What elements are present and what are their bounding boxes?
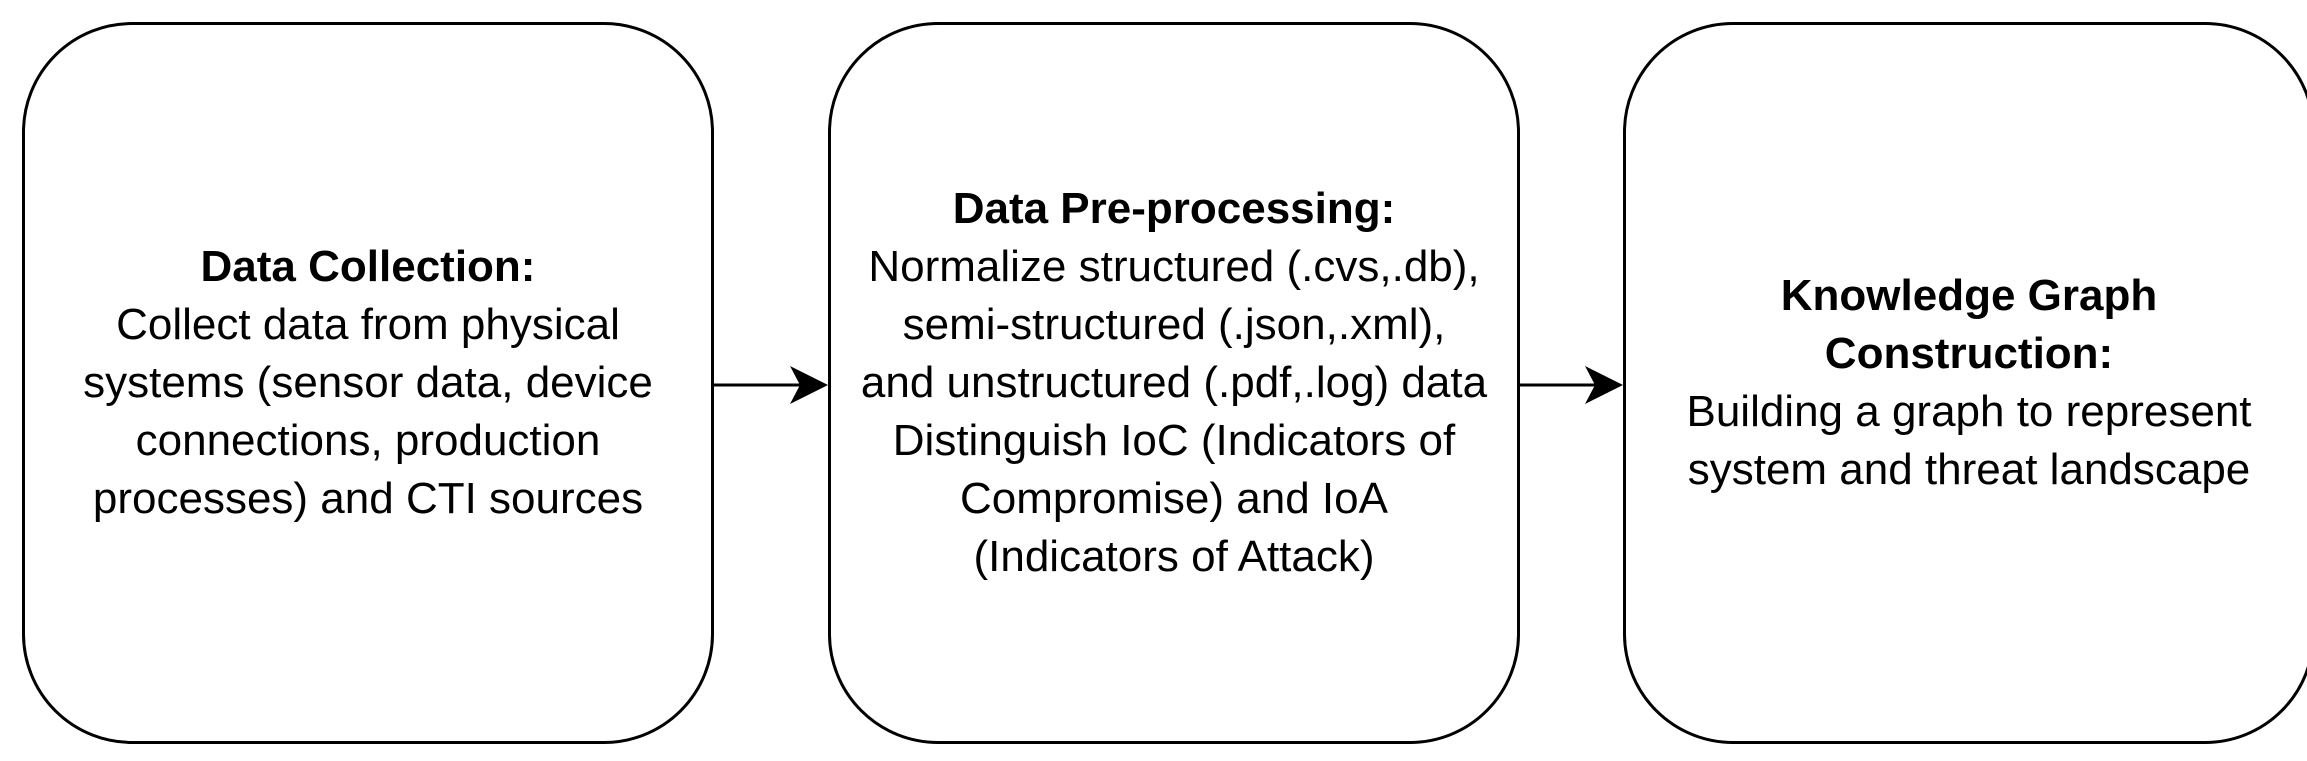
data-collection-line: processes) and CTI sources xyxy=(92,474,644,523)
data-preprocessing-line: and unstructured (.pdf,.log) data xyxy=(860,358,1488,407)
data-collection-body: Collect data from physical systems (sens… xyxy=(31,296,705,528)
knowledge-graph-body: Building a graph to represent system and… xyxy=(1632,383,2306,499)
arrow-preprocessing-to-graph xyxy=(1520,366,1623,404)
arrow-collection-to-preprocessing xyxy=(714,366,828,404)
data-collection-line: Collect data from physical xyxy=(116,300,620,349)
data-collection-line: connections, production xyxy=(135,416,601,465)
data-preprocessing-line: semi-structured (.json,.xml), xyxy=(902,300,1446,349)
data-preprocessing-line: Compromise) and IoA xyxy=(960,474,1388,523)
data-collection-box: Data Collection: Collect data from physi… xyxy=(22,22,714,744)
knowledge-graph-content: Knowledge Graph Construction: Building a… xyxy=(1626,267,2307,499)
data-preprocessing-line: Normalize structured (.cvs,.db), xyxy=(868,242,1480,291)
data-collection-line: systems (sensor data, device xyxy=(83,358,653,407)
knowledge-graph-title-line: Knowledge Graph xyxy=(1780,271,2158,320)
data-preprocessing-line: Distinguish IoC (Indicators of xyxy=(892,416,1456,465)
data-preprocessing-content: Data Pre-processing: Normalize structure… xyxy=(831,180,1517,586)
data-preprocessing-box: Data Pre-processing: Normalize structure… xyxy=(828,22,1520,744)
knowledge-graph-line: Building a graph to represent xyxy=(1686,387,2252,436)
data-preprocessing-title: Data Pre-processing: xyxy=(952,184,1396,233)
knowledge-graph-line: system and threat landscape xyxy=(1687,445,2251,494)
data-collection-content: Data Collection: Collect data from physi… xyxy=(25,238,711,528)
data-preprocessing-body: Normalize structured (.cvs,.db), semi-st… xyxy=(837,238,1511,586)
knowledge-graph-box: Knowledge Graph Construction: Building a… xyxy=(1623,22,2307,744)
data-collection-title: Data Collection: xyxy=(200,242,536,291)
data-preprocessing-line: (Indicators of Attack) xyxy=(973,532,1375,581)
knowledge-graph-title-line: Construction: xyxy=(1824,329,2114,378)
knowledge-graph-title: Knowledge Graph Construction: xyxy=(1632,267,2306,383)
